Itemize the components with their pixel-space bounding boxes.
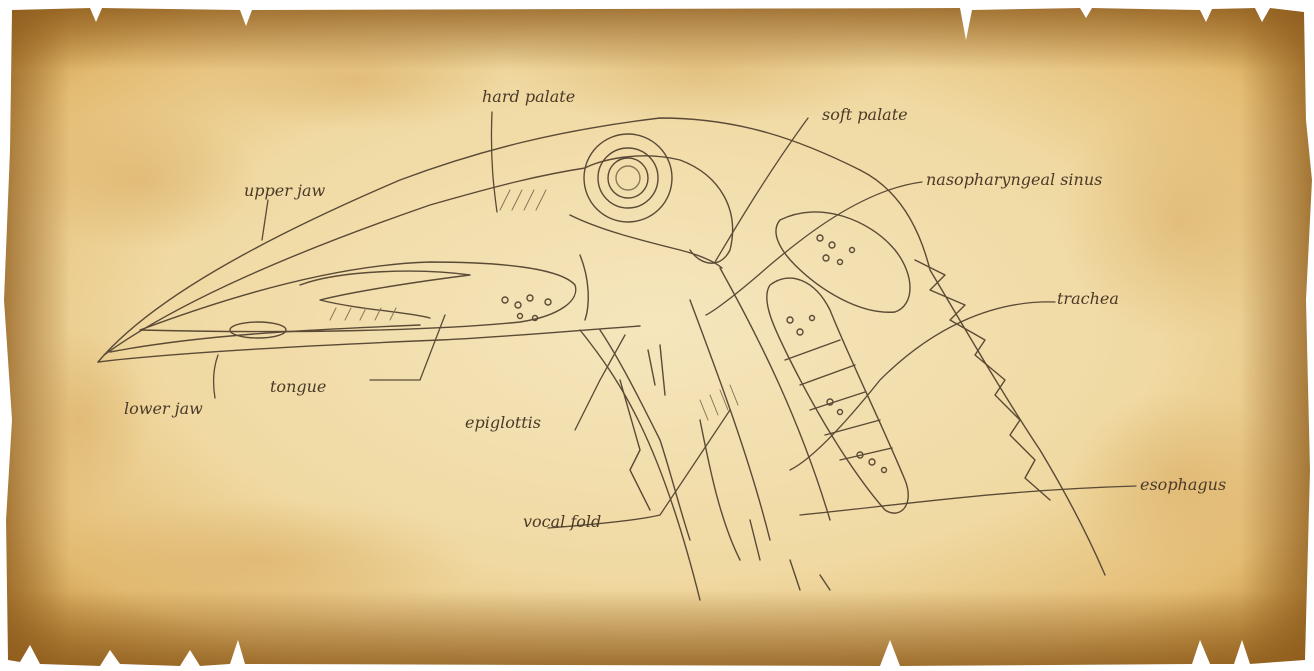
label-vocal-fold: vocal fold (523, 512, 601, 531)
label-hard-palate: hard palate (482, 87, 575, 106)
label-nasopharyngeal-sinus: nasopharyngeal sinus (926, 170, 1102, 189)
label-upper-jaw: upper jaw (244, 181, 325, 200)
label-soft-palate: soft palate (822, 105, 908, 124)
label-tongue: tongue (270, 377, 326, 396)
label-lower-jaw: lower jaw (124, 399, 203, 418)
label-trachea: trachea (1057, 289, 1119, 308)
label-epiglottis: epiglottis (465, 413, 541, 432)
label-esophagus: esophagus (1140, 475, 1226, 494)
